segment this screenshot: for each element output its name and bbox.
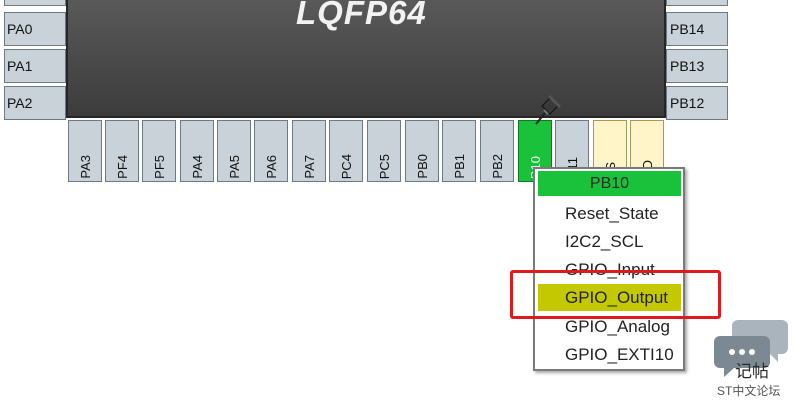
chat-bubble-watermark-icon (714, 320, 788, 377)
pin-pa6[interactable]: PA6 (254, 120, 288, 182)
watermark-text: 记帖 (735, 362, 769, 381)
pin-label: PB12 (670, 95, 705, 111)
pin-pa5[interactable]: PA5 (217, 120, 251, 182)
pushpin-icon[interactable] (532, 94, 562, 128)
pin-right-clipped[interactable] (666, 0, 728, 6)
pin-label: PB13 (670, 58, 705, 74)
pin-label: PA3 (78, 155, 93, 179)
menu-title: PB10 (538, 171, 681, 196)
menu-item-reset-state[interactable]: Reset_State (565, 204, 659, 223)
pin-pb0[interactable]: PB0 (405, 120, 439, 182)
pin-pa4[interactable]: PA4 (180, 120, 214, 182)
highlight-annotation (510, 270, 721, 319)
pin-pa0[interactable]: PA0 (4, 12, 66, 46)
pin-label: PA7 (302, 155, 317, 179)
pin-label: PB2 (490, 154, 505, 179)
pin-label: PC4 (339, 153, 354, 179)
pin-label: PA6 (264, 155, 279, 179)
pin-label: PF5 (152, 155, 167, 179)
pin-label: PB14 (670, 21, 705, 37)
pin-label: PA5 (227, 155, 242, 179)
pin-label: PB1 (452, 154, 467, 179)
pin-label: PA4 (190, 155, 205, 179)
menu-item-gpio-input[interactable]: GPIO_Input (565, 260, 655, 279)
pin-pf4[interactable]: PF4 (105, 120, 139, 182)
pin-pa3[interactable]: PA3 (68, 120, 102, 182)
pin-label: PA1 (7, 58, 33, 74)
mcu-chip-body (66, 0, 666, 118)
pin-pb1[interactable]: PB1 (442, 120, 476, 182)
pin-pa1[interactable]: PA1 (4, 49, 66, 83)
pin-left-clipped[interactable] (4, 0, 66, 6)
menu-item-i2c2-scl[interactable]: I2C2_SCL (565, 232, 644, 251)
pin-pc4[interactable]: PC4 (329, 120, 363, 182)
chip-package-label: LQFP64 (296, 0, 427, 31)
pin-pf5[interactable]: PF5 (142, 120, 176, 182)
pin-label: PA0 (7, 21, 33, 37)
pin-pb12[interactable]: PB12 (666, 86, 728, 120)
pin-pa7[interactable]: PA7 (292, 120, 326, 182)
menu-item-gpio-analog[interactable]: GPIO_Analog (565, 317, 670, 336)
pin-pb13[interactable]: PB13 (666, 49, 728, 83)
pin-pb2[interactable]: PB2 (480, 120, 514, 182)
pin-function-menu: PB10 Reset_State I2C2_SCL GPIO_Input GPI… (533, 167, 685, 371)
watermark-subtext: ST中文论坛 (717, 384, 781, 398)
menu-item-gpio-exti10[interactable]: GPIO_EXTI10 (565, 345, 674, 364)
pin-label: PC5 (377, 153, 392, 179)
pin-pb14[interactable]: PB14 (666, 12, 728, 46)
pin-label: PF4 (115, 155, 130, 179)
pin-pc5[interactable]: PC5 (367, 120, 401, 182)
pin-label: PB0 (415, 154, 430, 179)
pin-pa2[interactable]: PA2 (4, 86, 66, 120)
menu-item-gpio-output[interactable]: GPIO_Output (538, 284, 681, 311)
pin-label: PA2 (7, 95, 33, 111)
